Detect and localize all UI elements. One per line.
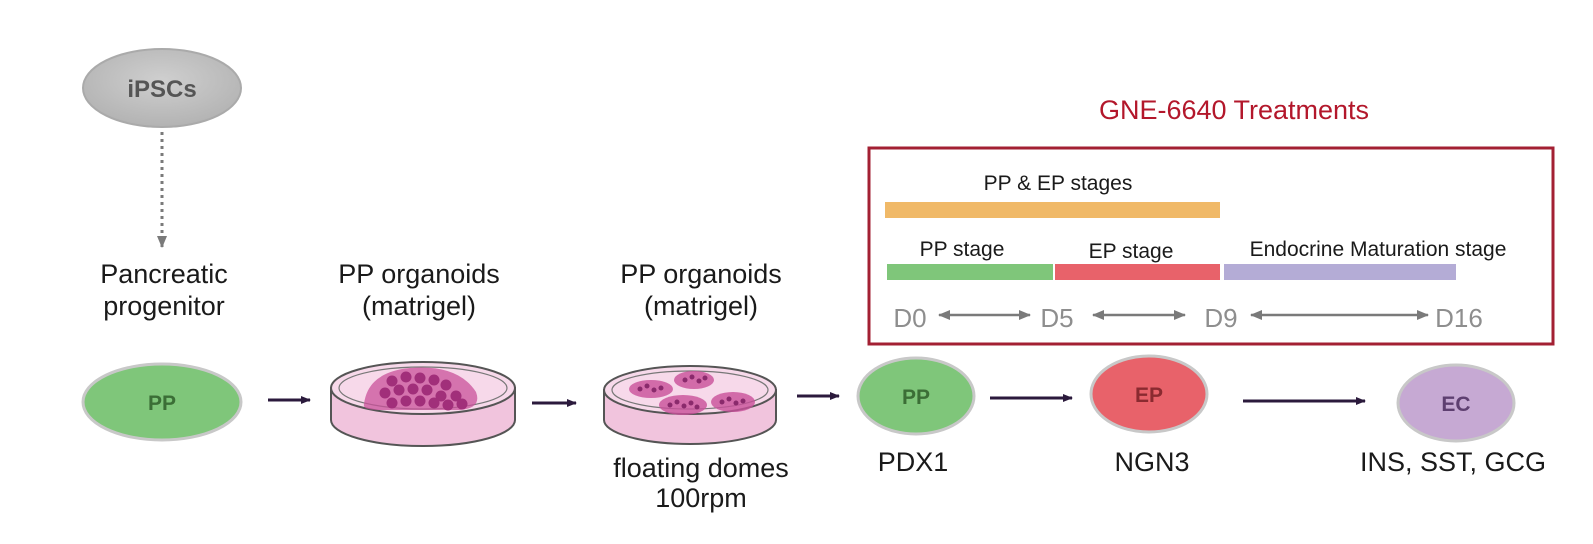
day-d5: D5 [1040,303,1073,333]
petri-dish-floating-domes [603,365,777,445]
organoids-label-1-line1: PP organoids [338,259,500,289]
petri-dish-matrigel [330,361,516,447]
day-d9: D9 [1204,303,1237,333]
day-d16: D16 [1435,303,1483,333]
day-d0: D0 [893,303,926,333]
marker-ins-sst-gcg: INS, SST, GCG [1360,447,1546,477]
marker-ngn3: NGN3 [1114,447,1189,477]
pancreatic-progenitor-line2: progenitor [103,291,225,321]
ipsc-node-label: iPSCs [127,76,196,103]
organoids-label-2-line2: (matrigel) [644,291,758,321]
ep-stage-bar [1055,264,1220,280]
ipsc-node: iPSCs [82,48,242,128]
maturation-stage-label: Endocrine Maturation stage [1250,238,1507,261]
pancreatic-progenitor-line1: Pancreatic [100,259,228,289]
pp-stage-bar [887,264,1053,280]
pp-node-label: PP [902,386,930,409]
ec-node-label: EC [1441,393,1470,416]
ec-node: EC [1396,363,1516,443]
pp-node-start: PP [81,362,243,442]
floating-domes-line2: 100rpm [655,483,747,513]
pp-node: PP [856,356,976,436]
ep-node-label: EP [1135,384,1163,407]
organoids-label-1-line2: (matrigel) [362,291,476,321]
pp-ep-stages-label: PP & EP stages [984,172,1133,195]
organoids-label-2-line1: PP organoids [620,259,782,289]
ep-stage-label: EP stage [1089,240,1174,263]
ep-node: EP [1089,354,1209,434]
pp-node-start-label: PP [148,392,176,415]
marker-pdx1: PDX1 [878,447,949,477]
treatment-box [867,146,1555,346]
floating-domes-line1: floating domes [613,453,789,483]
maturation-stage-bar [1224,264,1456,280]
pp-stage-label: PP stage [920,238,1005,261]
treatment-title: GNE-6640 Treatments [1099,95,1369,125]
pp-ep-stages-bar [885,202,1220,218]
